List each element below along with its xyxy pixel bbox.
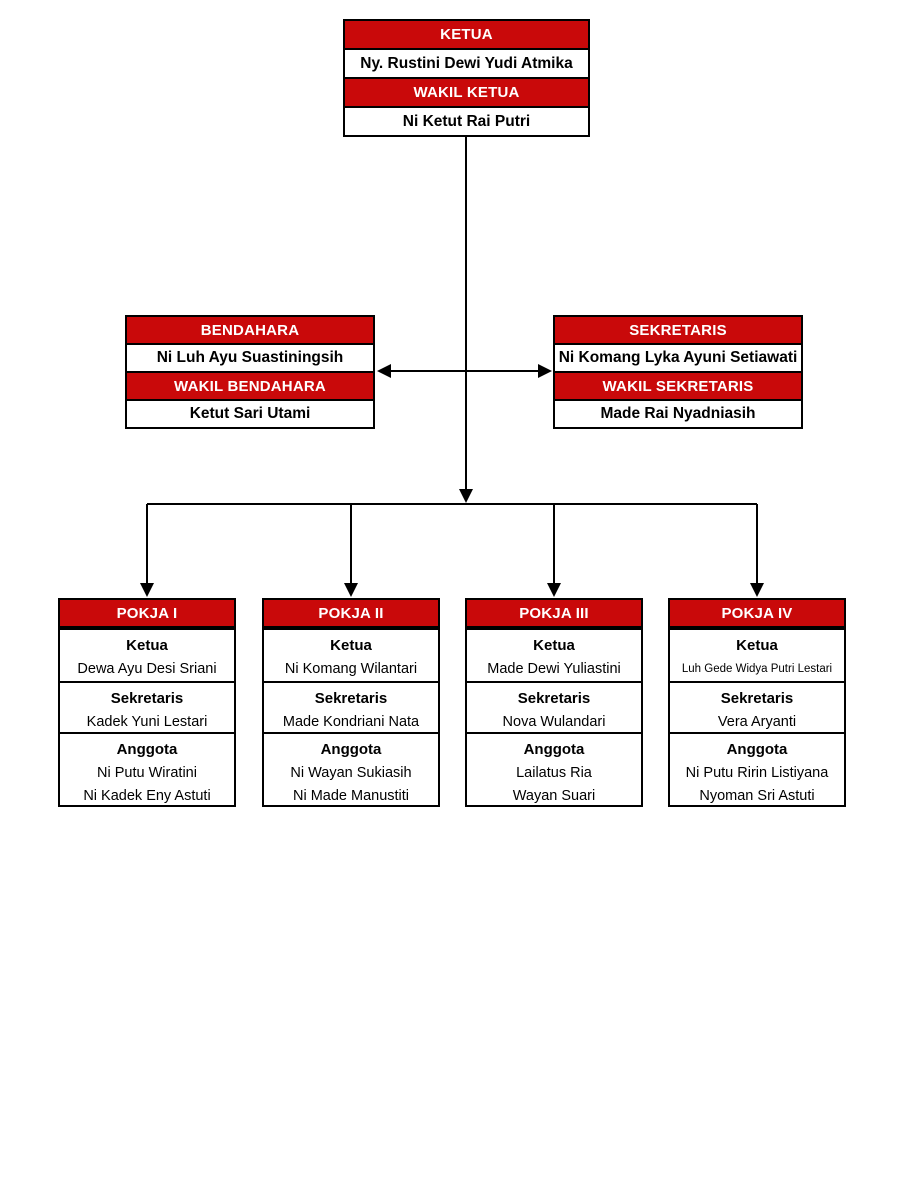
member-name: Dewa Ayu Desi Sriani (77, 661, 217, 677)
arrowhead-right (538, 364, 552, 378)
pokja-4-box: POKJA IV Ketua Luh Gede Widya Putri Lest… (668, 598, 846, 807)
member-name: Kadek Yuni Lestari (86, 714, 208, 730)
arrowhead-pokja4 (750, 583, 764, 597)
arrowhead-left (377, 364, 391, 378)
pokja-2-box: POKJA II Ketua Ni Komang Wilantari Sekre… (262, 598, 440, 807)
role-header: Sekretaris (110, 690, 184, 707)
member-name: Ni Kadek Eny Astuti (83, 788, 211, 804)
pokja-4-ketua-section: Ketua Luh Gede Widya Putri Lestari (668, 628, 846, 683)
pokja-4-anggota-section: Anggota Ni Putu Ririn Listiyana Nyoman S… (668, 732, 846, 807)
bendahara-header-cell: BENDAHARA (125, 315, 375, 345)
pokja-3-sekretaris-section: Sekretaris Nova Wulandari (465, 681, 643, 734)
pokja-1-anggota-section: Anggota Ni Putu Wiratini Ni Kadek Eny As… (58, 732, 236, 807)
member-name: Nyoman Sri Astuti (699, 788, 815, 804)
pokja-2-ketua-section: Ketua Ni Komang Wilantari (262, 628, 440, 683)
pokja-2-title: POKJA II (262, 598, 440, 628)
role-header: Sekretaris (517, 690, 591, 707)
ketua-header-cell: KETUA (343, 19, 590, 50)
member-name: Lailatus Ria (516, 765, 592, 781)
pokja-1-box: POKJA I Ketua Dewa Ayu Desi Sriani Sekre… (58, 598, 236, 807)
pokja-3-box: POKJA III Ketua Made Dewi Yuliastini Sek… (465, 598, 643, 807)
sekretaris-name-cell: Ni Komang Lyka Ayuni Setiawati (553, 343, 803, 373)
member-name: Ni Putu Ririn Listiyana (685, 765, 829, 781)
pokja-2-sekretaris-section: Sekretaris Made Kondriani Nata (262, 681, 440, 734)
pokja-3-title: POKJA III (465, 598, 643, 628)
member-name: Ni Made Manustiti (292, 788, 410, 804)
role-header: Sekretaris (720, 690, 794, 707)
member-name: Nova Wulandari (502, 714, 606, 730)
member-name: Made Dewi Yuliastini (487, 661, 621, 677)
arrowhead-pokja1 (140, 583, 154, 597)
wakil-ketua-name-cell: Ni Ketut Rai Putri (343, 106, 590, 137)
member-name: Wayan Suari (512, 788, 596, 804)
member-name: Ni Putu Wiratini (97, 765, 197, 781)
pokja-1-ketua-section: Ketua Dewa Ayu Desi Sriani (58, 628, 236, 683)
role-header: Ketua (533, 637, 575, 654)
bendahara-name-cell: Ni Luh Ayu Suastiningsih (125, 343, 375, 373)
role-header: Anggota (523, 741, 585, 758)
ketua-unit: KETUA Ny. Rustini Dewi Yudi Atmika WAKIL… (343, 19, 590, 137)
member-name: Made Kondriani Nata (282, 714, 420, 730)
pokja-2-anggota-section: Anggota Ni Wayan Sukiasih Ni Made Manust… (262, 732, 440, 807)
wakil-sekretaris-name-cell: Made Rai Nyadniasih (553, 399, 803, 429)
wakil-sekretaris-header-cell: WAKIL SEKRETARIS (553, 371, 803, 401)
pokja-4-sekretaris-section: Sekretaris Vera Aryanti (668, 681, 846, 734)
role-header: Anggota (726, 741, 788, 758)
arrowhead-down-main (459, 489, 473, 503)
member-name: Ni Komang Wilantari (284, 661, 418, 677)
arrowhead-pokja2 (344, 583, 358, 597)
sekretaris-unit: SEKRETARIS Ni Komang Lyka Ayuni Setiawat… (553, 315, 803, 429)
arrowhead-pokja3 (547, 583, 561, 597)
role-header: Sekretaris (314, 690, 388, 707)
member-name: Ni Wayan Sukiasih (290, 765, 412, 781)
member-name: Vera Aryanti (717, 714, 797, 730)
role-header: Ketua (736, 637, 778, 654)
member-name: Luh Gede Widya Putri Lestari (681, 663, 833, 675)
wakil-ketua-header-cell: WAKIL KETUA (343, 77, 590, 108)
wakil-bendahara-name-cell: Ketut Sari Utami (125, 399, 375, 429)
role-header: Anggota (320, 741, 382, 758)
pokja-1-title: POKJA I (58, 598, 236, 628)
role-header: Ketua (330, 637, 372, 654)
role-header: Anggota (116, 741, 178, 758)
sekretaris-header-cell: SEKRETARIS (553, 315, 803, 345)
wakil-bendahara-header-cell: WAKIL BENDAHARA (125, 371, 375, 401)
bendahara-unit: BENDAHARA Ni Luh Ayu Suastiningsih WAKIL… (125, 315, 375, 429)
pokja-3-anggota-section: Anggota Lailatus Ria Wayan Suari (465, 732, 643, 807)
pokja-4-title: POKJA IV (668, 598, 846, 628)
pokja-1-sekretaris-section: Sekretaris Kadek Yuni Lestari (58, 681, 236, 734)
role-header: Ketua (126, 637, 168, 654)
ketua-name-cell: Ny. Rustini Dewi Yudi Atmika (343, 48, 590, 79)
pokja-3-ketua-section: Ketua Made Dewi Yuliastini (465, 628, 643, 683)
